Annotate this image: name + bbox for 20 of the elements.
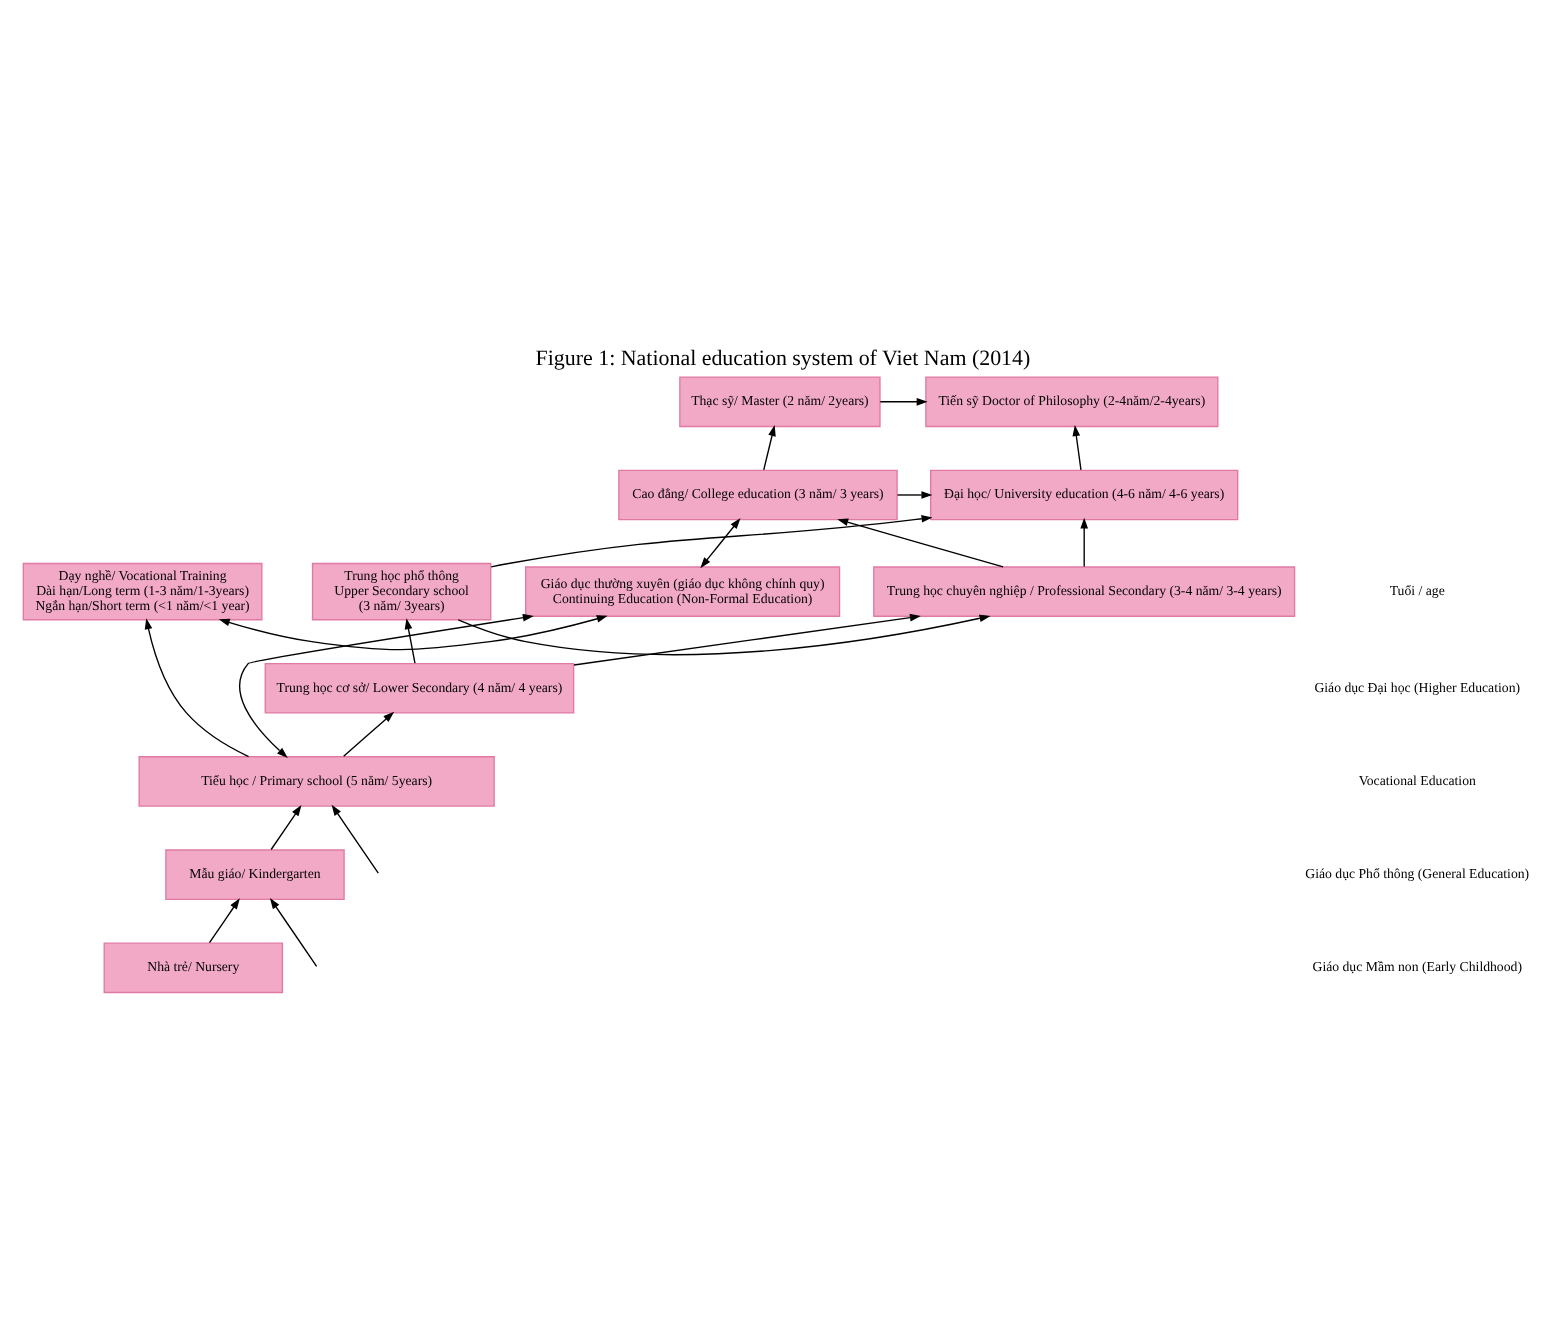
arrow	[1080, 516, 1089, 567]
arrow	[700, 517, 741, 568]
diagram-title: Figure 1: National education system of Viet Nam (2014)	[535, 345, 1031, 370]
arrow	[573, 612, 921, 665]
arrow	[208, 897, 240, 943]
arrow	[331, 803, 379, 873]
arrow	[896, 490, 933, 498]
arrow	[879, 396, 928, 405]
arrow	[763, 424, 776, 470]
arrow	[269, 896, 318, 967]
arrow	[490, 513, 933, 567]
arrow	[270, 804, 302, 850]
arrow	[404, 617, 416, 663]
arrow	[837, 517, 1004, 567]
arrow	[144, 617, 250, 757]
arrow	[238, 612, 534, 758]
arrow	[343, 710, 395, 756]
arrow	[218, 614, 608, 650]
arrow	[457, 613, 991, 655]
arrow	[1072, 424, 1082, 470]
